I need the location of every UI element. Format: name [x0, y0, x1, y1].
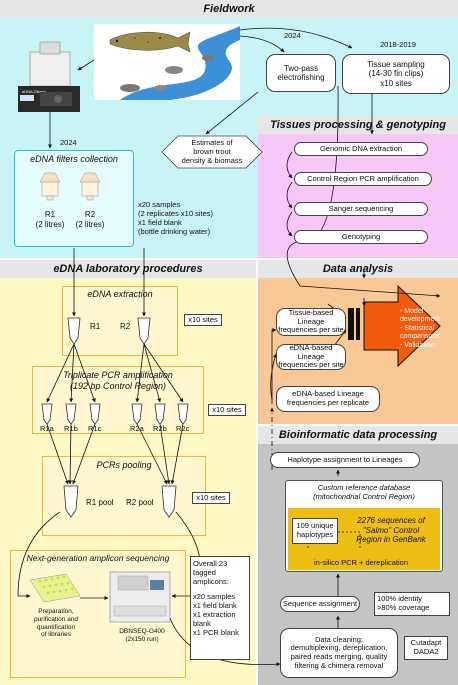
- lab-header: eDNA laboratory procedures: [0, 260, 256, 278]
- tube-r1-extraction: [67, 317, 81, 345]
- ngs-title: Next-generation amplicon sequencing: [26, 553, 170, 563]
- filter-r1-label: R1 (2 litres): [35, 210, 65, 229]
- bioinfo-header: Bioinformatic data processing: [258, 426, 458, 444]
- tube-r1-pool: [63, 485, 79, 518]
- unique-haplotypes-box: 109 unique haplotypes: [292, 518, 338, 544]
- tissues-header: Tissues processing & genotyping: [258, 116, 458, 134]
- insilico-label: in-silico PCR + dereplication: [314, 558, 408, 567]
- pcr-title: Triplicate PCR amplification (192 bp Con…: [63, 370, 173, 391]
- pcr-rep-r1c: R1c: [88, 424, 102, 433]
- tissue-sampling-box: Tissue sampling (14-30 fin clips) x10 si…: [342, 54, 450, 94]
- tissue-step-genotyping: Genotyping: [294, 230, 428, 244]
- identity-box: 100% identity >80% coverage: [374, 592, 450, 616]
- year-label-2024: 2024: [284, 31, 301, 40]
- trout-icon: [109, 31, 191, 53]
- estimates-hexagon: [161, 135, 263, 169]
- tissue-freq-box: Tissue-based Lineage frequencies per sit…: [276, 308, 346, 336]
- pcr-box: [32, 366, 204, 434]
- pcr-rep-r1a: R1a: [40, 424, 54, 433]
- database-title: Custom reference database (mitochondrial…: [313, 483, 415, 501]
- extraction-box: [62, 286, 178, 356]
- seqs-arrow: [330, 531, 361, 548]
- library-prep-text: Preparation, purification and quantifica…: [33, 608, 79, 639]
- filters-box: [14, 150, 134, 247]
- extraction-title: eDNA extraction: [87, 289, 153, 299]
- fieldwork-header: Fieldwork: [0, 0, 458, 18]
- x10-sites-c: x10 sites: [192, 492, 230, 504]
- haplotype-box: Haplotype assignment to Lineages: [270, 452, 420, 468]
- edna-year-label: 2024: [60, 138, 77, 147]
- pcr-tubes: [41, 403, 189, 425]
- tissue-arrows: [286, 151, 293, 237]
- edna-freq-box: eDNA-based Lineage frequencies per site: [276, 343, 346, 370]
- library-plate-icon: [29, 573, 81, 603]
- year-label-2018-2019: 2018-2019: [380, 40, 416, 49]
- sequencer-label: DBNSEQ-G400 (2x150 run): [119, 628, 165, 643]
- filters-title: eDNA filters collection: [30, 154, 118, 164]
- filter-r2-label: R2 (2 litres): [75, 210, 105, 229]
- pool2-label: R2 pool: [126, 498, 154, 507]
- model-arrow-shape: [348, 284, 441, 368]
- pcr-rep-r1b: R1b: [64, 424, 78, 433]
- extraction-r1-label: R1: [90, 322, 101, 331]
- pool1-label: R1 pool: [86, 498, 114, 507]
- filter-r1-icon: [39, 172, 61, 201]
- filter-r2-icon: [79, 172, 101, 201]
- cleaning-box: Data cleaning: demultiplexing, dereplica…: [280, 628, 398, 678]
- sequencer-icon: [109, 571, 171, 623]
- pooling-title: PCRs pooling: [96, 460, 152, 470]
- model-text: - Model development - Statistical compar…: [400, 308, 441, 349]
- tissue-step-pcr: Control Region PCR amplification: [294, 172, 432, 186]
- estimates-text: Estimates of brown trout density & bioma…: [181, 138, 243, 165]
- x10-sites-b: x10 sites: [208, 404, 246, 416]
- samples-note: x20 samples (2 replicates x10 sites) x1 …: [138, 200, 214, 236]
- genbank-text: 2276 sequences of "Salmo" Control Region…: [356, 516, 426, 545]
- overall-amplicons-box: Overall 23 tagged amplicons: x20 samples…: [190, 556, 250, 660]
- pcr-rep-r2b: R2b: [153, 424, 167, 433]
- device-label: eDNA Citizen: [22, 89, 46, 94]
- pcr-rep-r2a: R2a: [130, 424, 144, 433]
- analysis-header: Data analysis: [258, 260, 458, 278]
- replicate-freq-box: eDNA-based Lineage frequencies per repli…: [276, 386, 380, 412]
- sequence-assignment-box: Sequence assignment: [280, 596, 360, 612]
- pcr-rep-r2c: R2c: [176, 424, 190, 433]
- electrofishing-box: Two-pass electrofishing: [266, 54, 336, 92]
- tissue-step-extraction: Genomic DNA extraction: [294, 142, 428, 156]
- extraction-r2-label: R2: [120, 322, 131, 331]
- edna-sampler-icon: eDNA Citizen: [18, 41, 80, 112]
- tissue-step-sanger: Sanger sequencing: [294, 202, 428, 216]
- tools-box: Cutadapt DADA2: [404, 636, 448, 660]
- x10-sites-a: x10 sites: [184, 314, 222, 326]
- tube-r2-extraction: [137, 317, 151, 345]
- tube-r2-pool: [161, 485, 177, 518]
